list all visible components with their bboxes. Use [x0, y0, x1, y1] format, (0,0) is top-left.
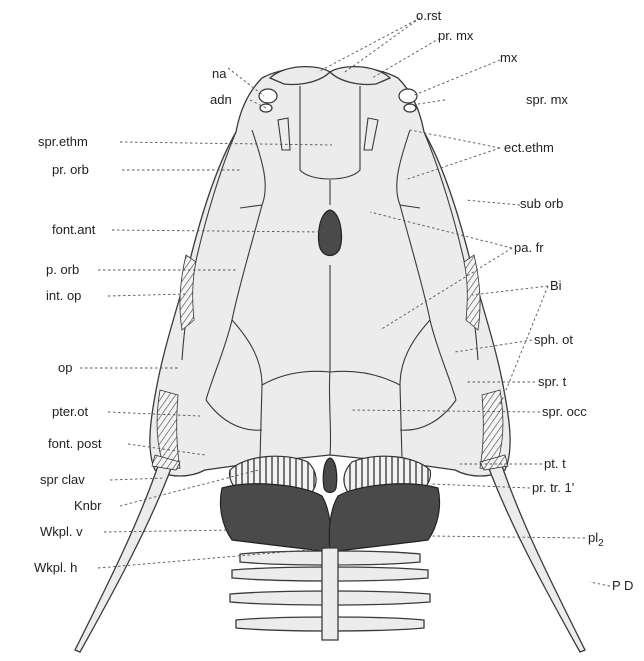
label-sph-ot: sph. ot	[534, 332, 573, 347]
label-int-op: int. op	[46, 288, 81, 303]
label-wkpl-h: Wkpl. h	[34, 560, 77, 575]
label-pl2: pl2	[588, 530, 604, 549]
label-spr-ethm: spr.ethm	[38, 134, 88, 149]
label-pd: P D	[612, 578, 633, 593]
label-pr-orb: pr. orb	[52, 162, 89, 177]
label-na: na	[212, 66, 227, 81]
label-p-orb: p. orb	[46, 262, 79, 277]
label-bi: Bi	[550, 278, 562, 293]
nostril-right-outer	[399, 89, 417, 103]
label-knbr: Knbr	[74, 498, 102, 513]
label-adn: adn	[210, 92, 232, 107]
label-sub-orb: sub orb	[520, 196, 563, 211]
anterior-fontanelle	[318, 210, 341, 256]
label-spr-mx: spr. mx	[526, 92, 568, 107]
label-pa-fr: pa. fr	[514, 240, 544, 255]
label-wkpl-v: Wkpl. v	[40, 524, 83, 539]
posterior-fontanelle	[323, 458, 337, 493]
label-spr-occ: spr. occ	[542, 404, 587, 419]
label-pt-t: pt. t	[544, 456, 566, 471]
label-font-post: font. post	[48, 436, 102, 451]
label-spr-clav: spr clav	[40, 472, 85, 487]
label-pl2-sub: 2	[598, 538, 604, 549]
pectoral-spine-left	[75, 460, 172, 652]
label-spr-t: spr. t	[538, 374, 567, 389]
label-op: op	[58, 360, 72, 375]
nostril-left-inner	[260, 104, 272, 112]
nostril-left-outer	[259, 89, 277, 103]
label-mx: mx	[500, 50, 518, 65]
weberian-plate-left	[220, 484, 330, 552]
weberian-plate-right	[329, 484, 439, 552]
label-pl2-main: pl	[588, 530, 598, 545]
label-ect-ethm: ect.ethm	[504, 140, 554, 155]
label-pter-ot: pter.ot	[52, 404, 89, 419]
label-font-ant: font.ant	[52, 222, 96, 237]
nostril-right-inner	[404, 104, 416, 112]
label-pr-tr-1: pr. tr. 1'	[532, 480, 574, 495]
label-o-rst: o.rst	[416, 8, 442, 23]
label-pr-mx: pr. mx	[438, 28, 474, 43]
vertebral-column	[230, 548, 430, 640]
